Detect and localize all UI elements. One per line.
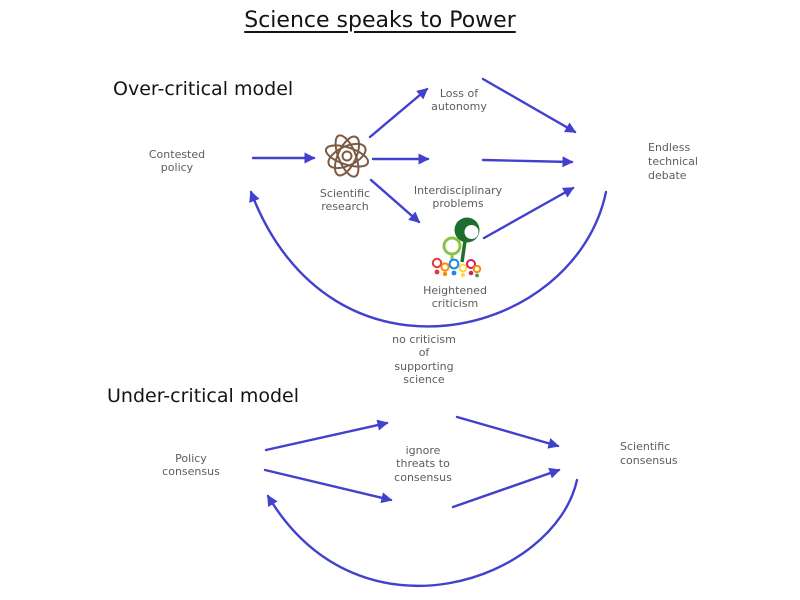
arrow-interdisciplinary-to-debate — [481, 156, 574, 168]
node-scientific-research: Scientific research — [319, 187, 371, 214]
slide-title: Science speaks to Power — [244, 8, 516, 33]
atom-icon — [324, 134, 370, 178]
under-model-heading: Under-critical model — [107, 385, 299, 407]
arrow-policy-upper-out — [264, 419, 389, 452]
arrow-policy-lower-out — [263, 468, 393, 504]
arrow-debate-back-to-contested — [249, 190, 608, 328]
arrow-autonomy-to-debate — [481, 77, 577, 134]
arrow-research-to-criticism — [369, 178, 421, 224]
node-scientific-consensus: Scientific consensus — [620, 440, 678, 467]
over-model-heading: Over-critical model — [113, 78, 294, 100]
arrow-research-to-autonomy — [368, 87, 429, 139]
arrow-lower-to-scientific — [451, 467, 561, 509]
node-heightened-criticism: Heightened criticism — [423, 284, 487, 311]
crowd-icon — [431, 217, 482, 278]
arrow-upper-to-scientific — [455, 415, 560, 449]
node-contested-policy: Contested policy — [148, 148, 206, 175]
node-loss-of-autonomy: Loss of autonomy — [431, 87, 487, 114]
edge-label-no-criticism: no criticism of supporting science — [392, 333, 456, 387]
edge-label-ignore-threats: ignore threats to consensus — [394, 444, 452, 484]
arrow-criticism-to-debate — [482, 186, 575, 240]
node-endless-technical-debate: Endless technical debate — [648, 141, 698, 182]
node-interdisciplinary-problems: Interdisciplinary problems — [413, 184, 503, 211]
node-policy-consensus: Policy consensus — [162, 452, 220, 479]
arrow-scientific-back-to-policy — [266, 478, 579, 587]
